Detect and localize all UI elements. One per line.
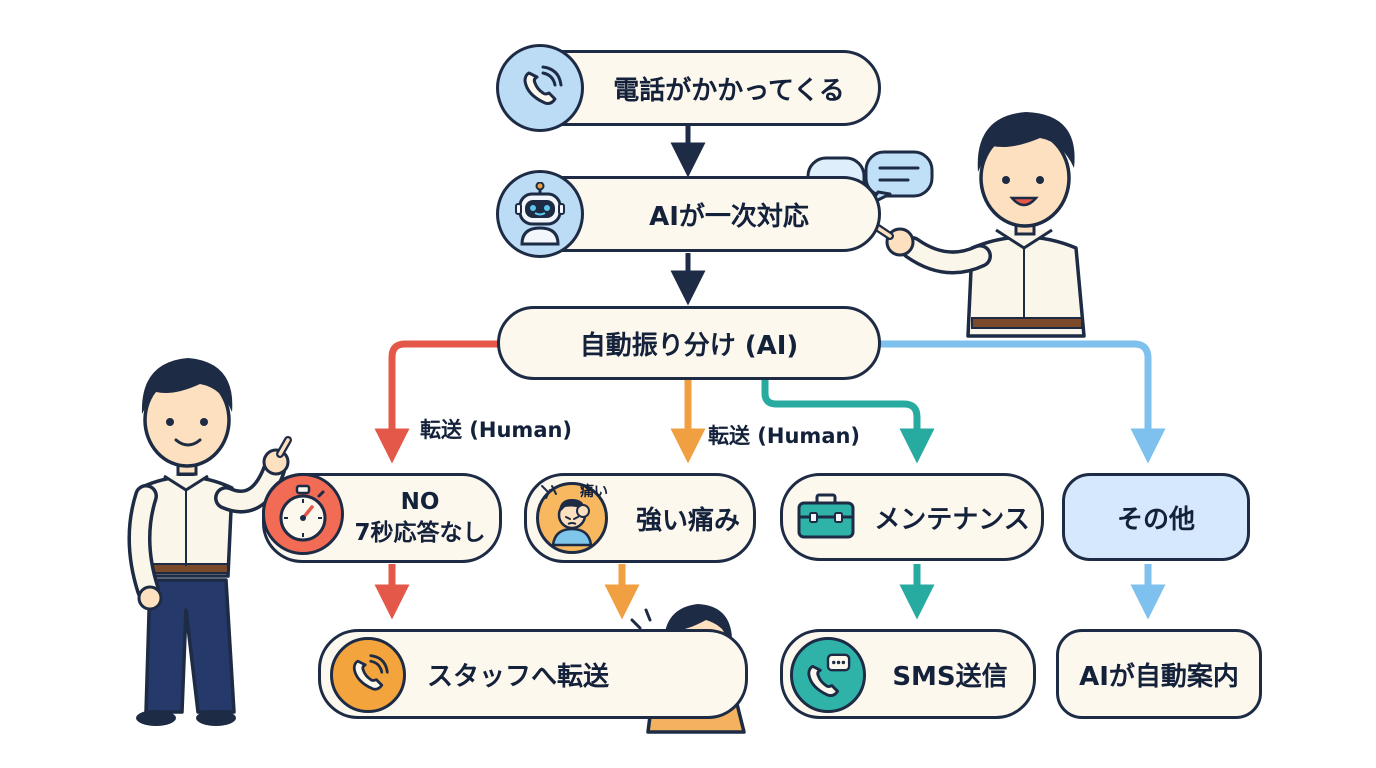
arrow-routing-to-other	[878, 340, 1166, 464]
node-auto-routing-label: 自動振り分け (AI)	[579, 330, 799, 361]
node-ai-auto-guide-label: AIが自動案内	[1079, 661, 1239, 692]
toolbox-icon	[797, 493, 855, 539]
stopwatch-icon	[279, 484, 327, 542]
node-incoming-call-label: 電話がかかってくる	[613, 75, 845, 106]
node-auto-routing: 自動振り分け (AI)	[497, 306, 881, 380]
node-maintenance-label: メンテナンス	[874, 504, 1030, 535]
sms-phone-icon	[807, 653, 851, 698]
node-other: その他	[1062, 473, 1250, 561]
node-sms-send-label: SMS送信	[892, 661, 1008, 692]
sms-phone-icon-badge	[790, 637, 866, 713]
toolbox-icon-badge	[790, 480, 862, 552]
arrow-routing-to-no-answer	[374, 340, 498, 464]
arrow-routing-to-maintenance	[761, 380, 935, 464]
pain-spark-icon	[541, 485, 557, 499]
phone-orange-icon-badge	[330, 637, 406, 713]
robot-icon	[515, 182, 565, 246]
node-other-label: その他	[1116, 504, 1195, 535]
phone-icon	[523, 65, 563, 105]
man-pointing-left-illustration	[127, 358, 292, 726]
phone-icon-orange	[352, 654, 389, 691]
node-no-answer-line2: 7秒応答なし	[354, 520, 486, 546]
man-pointing-illustration	[874, 112, 1086, 338]
edge-label-transfer-mid: 転送 (Human)	[708, 424, 861, 448]
stopwatch-icon-badge	[262, 473, 344, 555]
node-transfer-staff-label: スタッフへ転送	[427, 661, 610, 692]
node-no-answer-line1: NO	[400, 489, 440, 515]
pain-tag-label: 痛い	[580, 484, 608, 500]
node-ai-first-response-label: AIが一次対応	[649, 201, 809, 232]
node-ai-auto-guide: AIが自動案内	[1056, 629, 1262, 719]
node-severe-pain-label: 強い痛み	[635, 505, 740, 536]
headache-person-icon	[551, 499, 593, 547]
edge-label-transfer-left: 転送 (Human)	[420, 418, 573, 442]
robot-icon-badge	[496, 170, 584, 258]
phone-icon-badge	[496, 44, 584, 132]
